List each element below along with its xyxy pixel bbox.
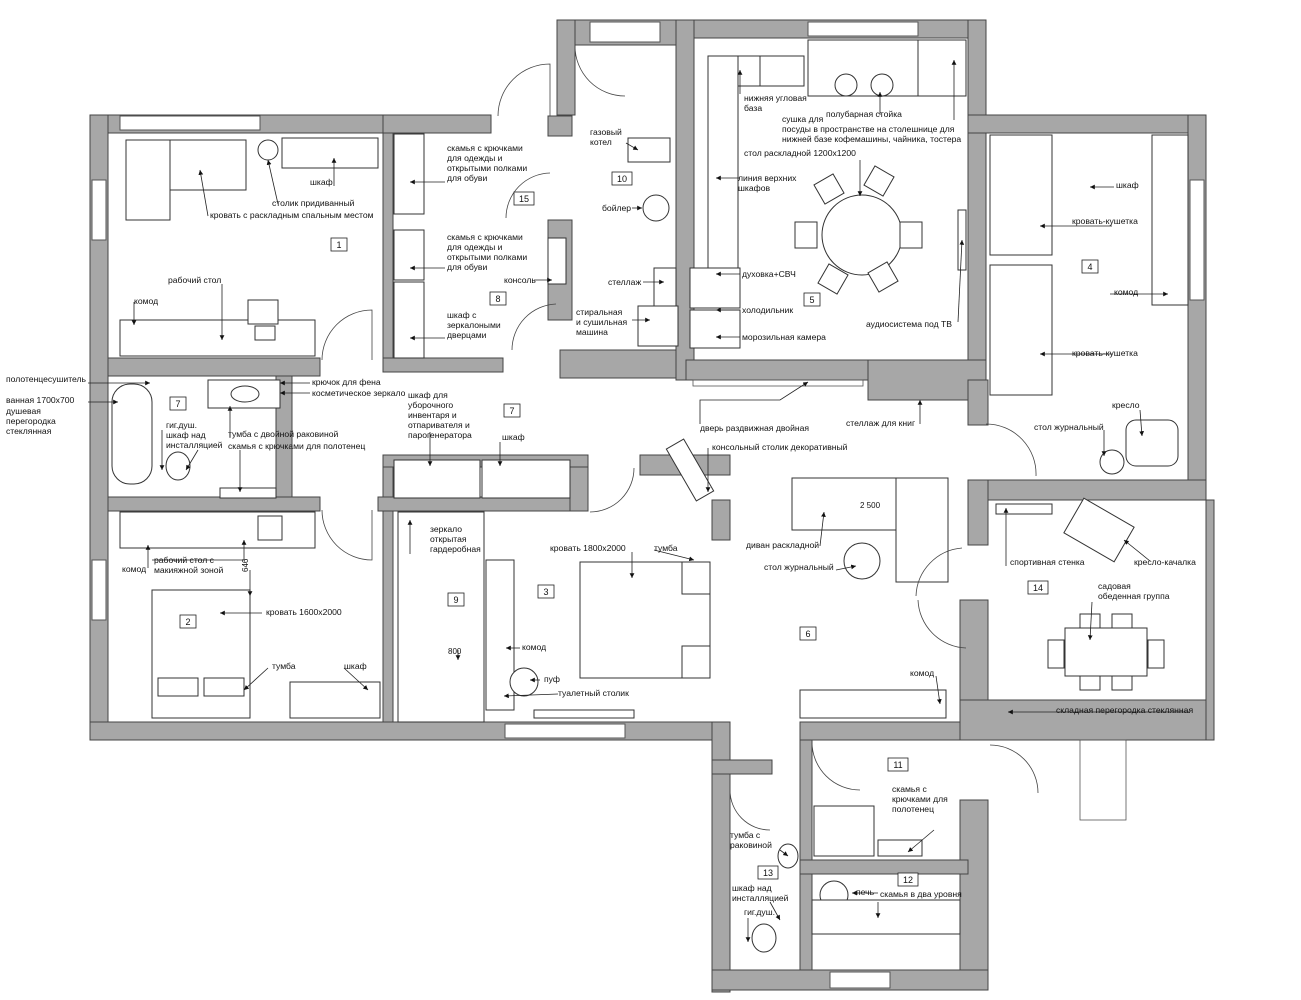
label: комод <box>522 642 546 652</box>
label: косметическое зеркало <box>312 388 406 398</box>
label: гиг.душ. <box>166 420 197 430</box>
label: тумба <box>654 543 678 553</box>
room-number: 13 <box>763 868 773 878</box>
label: кровать-кушетка <box>1072 216 1138 226</box>
label: стол раскладной 1200х1200 <box>744 148 856 158</box>
room-number: 7 <box>509 406 514 416</box>
label: пуф <box>544 674 560 684</box>
label: стол журнальный <box>1034 422 1104 432</box>
doors <box>321 45 1039 831</box>
annotation-labels: полотенцесушитель ванная 1700х700 душева… <box>6 93 1196 917</box>
label: шкаф <box>502 432 525 442</box>
room-number: 6 <box>805 629 810 639</box>
furniture <box>111 39 1189 953</box>
room-number: 7 <box>175 399 180 409</box>
label: крючок для фена <box>312 377 381 387</box>
label: тумба с двойной раковиной <box>228 429 338 439</box>
room-number: 12 <box>903 875 913 885</box>
label: кровать-кушетка <box>1072 348 1138 358</box>
room-number: 14 <box>1033 583 1043 593</box>
label: кровать с раскладным спальным местом <box>210 210 374 220</box>
label: складная перегородка стеклянная <box>1056 705 1193 715</box>
label: полубарная стойка <box>826 109 902 119</box>
room-number: 1 <box>336 240 341 250</box>
label: кровать 1600х2000 <box>266 607 342 617</box>
label: ванная 1700х700 <box>6 395 75 405</box>
room-number: 11 <box>893 760 902 770</box>
label: стол журнальный <box>764 562 834 572</box>
label: тумба <box>272 661 296 671</box>
label: кресло-качалка <box>1134 557 1196 567</box>
room-numbers: 1 2 3 4 5 6 7 7 8 9 10 11 12 13 14 15 <box>169 171 1099 887</box>
label: печь <box>856 887 875 897</box>
label: рабочий стол <box>168 275 221 285</box>
label: комод <box>122 564 146 574</box>
label: туалетный столик <box>558 688 629 698</box>
label: духовка+СВЧ <box>742 269 796 279</box>
room-number: 4 <box>1087 262 1092 272</box>
label: кровать 1800х2000 <box>550 543 626 553</box>
label: морозильная камера <box>742 332 826 342</box>
label: аудиосистема под ТВ <box>866 319 952 329</box>
windows <box>91 21 1205 989</box>
label: стеллаж <box>608 277 641 287</box>
label: дверь раздвижная двойная <box>700 423 809 433</box>
room-number: 8 <box>495 294 500 304</box>
label: 800 <box>448 647 462 656</box>
label: консольный столик декоративный <box>712 442 848 452</box>
label: скамья с крючками для полотенец <box>228 441 365 451</box>
label: диван раскладной <box>746 540 819 550</box>
label: стеллаж для книг <box>846 418 915 428</box>
label: комод <box>910 668 934 678</box>
label: полотенцесушитель <box>6 374 87 384</box>
label: скамья в два уровня <box>880 889 962 899</box>
label: холодильник <box>742 305 793 315</box>
label: 646 <box>241 558 250 572</box>
label: консоль <box>504 275 536 285</box>
room-number: 9 <box>453 595 458 605</box>
label: гиг.душ. <box>744 907 775 917</box>
room-number: 5 <box>809 295 814 305</box>
room-number: 3 <box>543 587 548 597</box>
label: шкаф <box>1116 180 1139 190</box>
label: шкаф <box>310 177 333 187</box>
room-number: 10 <box>617 174 627 184</box>
leader-lines <box>88 60 1190 942</box>
label: кресло <box>1112 400 1140 410</box>
label: столик придиванный <box>272 198 355 208</box>
label: комод <box>134 296 158 306</box>
label: шкаф <box>344 661 367 671</box>
label: бойлер <box>602 203 631 213</box>
label: спортивная стенка <box>1010 557 1085 567</box>
label: комод <box>1114 287 1138 297</box>
room-number: 2 <box>185 617 190 627</box>
label: 2 500 <box>860 501 881 510</box>
room-number: 15 <box>519 194 529 204</box>
